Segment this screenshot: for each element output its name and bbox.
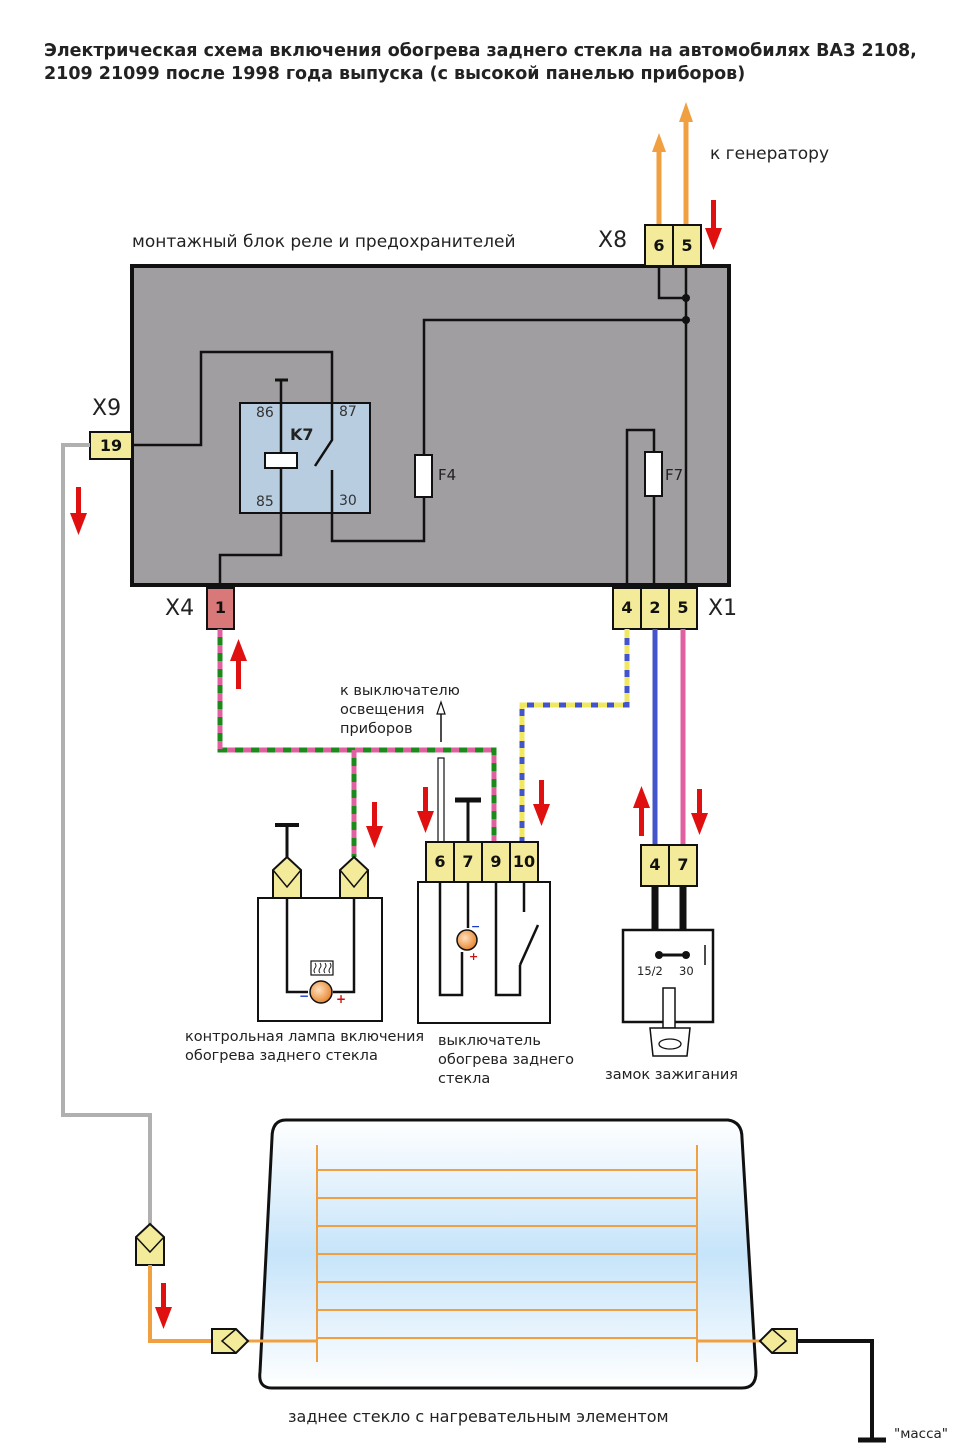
arrow-up-icon — [230, 639, 247, 689]
x9-label: X9 — [92, 396, 122, 421]
x8-pin-6-label: 6 — [653, 236, 665, 255]
svg-text:−: − — [471, 920, 480, 933]
fuse-f4 — [414, 454, 433, 498]
x1-pin-2-label: 2 — [649, 598, 661, 617]
yellow-blue-wire — [519, 629, 630, 842]
arrow-down-icon — [417, 787, 434, 833]
heater-switch: − + — [417, 797, 551, 1024]
diagram-title: Электрическая схема включения обогрева з… — [44, 41, 917, 84]
lamp-bulb-icon — [309, 980, 333, 1004]
glass-left-connector — [135, 1222, 250, 1354]
ignition-pin-4-label: 4 — [649, 855, 661, 874]
x1-label: X1 — [708, 596, 738, 621]
svg-text:+: + — [336, 992, 346, 1006]
x4-pin-1-label: 1 — [214, 598, 227, 617]
switch-pin-9-label: 9 — [490, 852, 502, 871]
x9-pin-19-label: 19 — [99, 436, 123, 455]
x4-label: X4 — [165, 596, 195, 621]
x8-pin-5-label: 5 — [681, 236, 693, 255]
rear-glass — [248, 1118, 760, 1390]
mount-block — [130, 264, 731, 587]
switch-pin-10-label: 10 — [512, 852, 536, 871]
to-switch-label: к выключателю освещения приборов — [340, 683, 460, 737]
arrow-down-icon — [533, 780, 550, 826]
mount-block-label: монтажный блок реле и предохранителей — [132, 232, 516, 252]
fuse-f4-label: F4 — [438, 466, 457, 484]
fuse-f7 — [644, 451, 663, 497]
switch-pin-6-label: 6 — [434, 852, 446, 871]
switch-pin-7-label: 7 — [462, 852, 474, 871]
arrow-down-icon — [70, 487, 87, 535]
rear-glass-label: заднее стекло с нагревательным элементом — [288, 1407, 669, 1426]
arrow-up-icon — [633, 786, 650, 836]
arrow-down-icon — [366, 802, 383, 848]
arrow-down-icon — [155, 1283, 172, 1329]
ignition-label: замок зажигания — [605, 1067, 738, 1083]
x8-label: X8 — [598, 228, 628, 253]
generator-label: к генератору — [710, 144, 829, 164]
arrow-down-icon — [705, 200, 722, 250]
relay-label: K7 — [290, 425, 314, 444]
svg-text:+: + — [469, 950, 478, 963]
relay-pin-86: 86 — [256, 405, 274, 421]
lamp-label: контрольная лампа включения обогрева зад… — [185, 1029, 425, 1064]
x9-pin-19 — [89, 431, 133, 460]
ignition-pin-7-label: 7 — [677, 855, 689, 874]
relay-pin-87: 87 — [339, 404, 357, 420]
ground-label: "масса" — [894, 1426, 948, 1442]
relay-k7 — [239, 402, 371, 514]
x1-pin-4-label: 4 — [621, 598, 633, 617]
ignition-152-label: 15/2 — [637, 964, 663, 978]
ignition-lock — [621, 844, 715, 1057]
relay-pin-30: 30 — [339, 493, 357, 509]
control-lamp: − + — [257, 823, 383, 1022]
ignition-30-label: 30 — [679, 964, 694, 978]
x1-pin-5-label: 5 — [677, 598, 689, 617]
current-arrows — [70, 200, 722, 1329]
x8-pin-5 — [672, 224, 702, 267]
relay-coil — [264, 452, 298, 469]
switch-label: выключатель обогрева заднего стекла — [438, 1033, 574, 1087]
arrow-down-icon — [691, 789, 708, 835]
switch-lamp-icon — [456, 929, 478, 951]
gray-wire — [61, 443, 152, 1224]
green-red-wire — [217, 629, 497, 857]
relay-pin-85: 85 — [256, 494, 274, 510]
glass-right-connector — [758, 1328, 886, 1443]
generator-wires — [652, 102, 693, 238]
svg-text:−: − — [299, 989, 309, 1003]
fuse-f7-label: F7 — [665, 466, 684, 484]
heater-symbol-icon — [310, 960, 334, 976]
